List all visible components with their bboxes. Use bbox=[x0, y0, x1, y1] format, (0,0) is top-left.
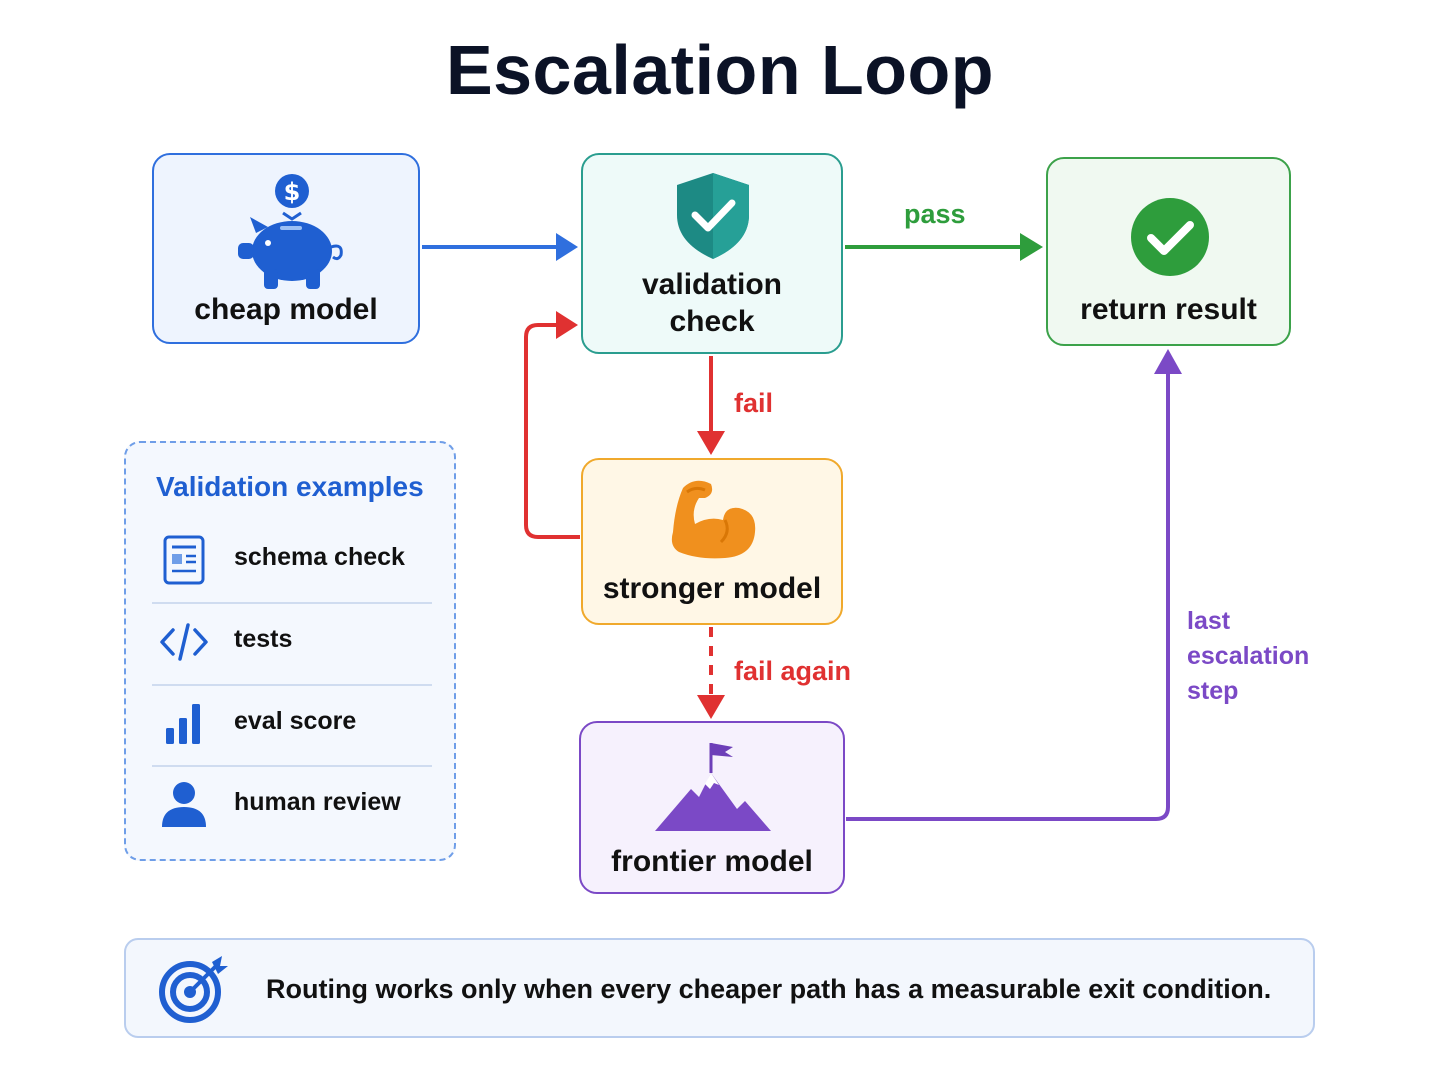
last-escalation-step-label: last escalation step bbox=[1187, 607, 1310, 705]
stronger-model-label: stronger model bbox=[602, 572, 822, 605]
footer-text: Routing works only when every cheaper pa… bbox=[266, 974, 1272, 1004]
pass-label: pass bbox=[904, 199, 966, 229]
example-item-schema-check: schema check bbox=[152, 520, 432, 601]
example-item-eval-score: eval score bbox=[152, 684, 432, 765]
target-icon bbox=[159, 956, 228, 1023]
code-icon bbox=[160, 623, 208, 661]
shield-check-icon bbox=[677, 173, 749, 259]
edge-cheap-to-validation bbox=[422, 233, 578, 261]
bar-chart-icon bbox=[166, 704, 200, 744]
validation-examples-panel: Validation examples schema check tests e… bbox=[124, 441, 456, 861]
divider bbox=[152, 765, 432, 767]
person-icon bbox=[162, 782, 206, 827]
edge-fail-again bbox=[697, 627, 725, 719]
divider bbox=[152, 602, 432, 604]
frontier-model-label: frontier model bbox=[611, 845, 813, 878]
edge-fail bbox=[697, 356, 725, 455]
example-label: human review bbox=[234, 788, 401, 816]
example-item-human-review: human review bbox=[152, 765, 432, 846]
edge-last-step bbox=[846, 349, 1182, 821]
footer-banner: Routing works only when every cheaper pa… bbox=[124, 938, 1315, 1038]
svg-text:$: $ bbox=[284, 178, 301, 206]
check-circle-icon bbox=[1131, 198, 1209, 276]
return-result-node: return result bbox=[1046, 157, 1291, 346]
piggy-bank-icon: $ bbox=[238, 174, 343, 289]
example-label: eval score bbox=[234, 707, 357, 735]
divider bbox=[152, 684, 432, 686]
example-label: tests bbox=[234, 625, 293, 653]
fail-label: fail bbox=[734, 388, 774, 418]
stronger-model-node: stronger model bbox=[581, 458, 843, 625]
frontier-model-node: frontier model bbox=[579, 721, 845, 894]
edge-retry-loop bbox=[524, 311, 580, 539]
mountain-flag-icon bbox=[655, 743, 771, 831]
validation-check-label: validation check bbox=[641, 268, 783, 338]
cheap-model-label: cheap model bbox=[194, 293, 378, 326]
fail-again-label: fail again bbox=[734, 656, 852, 686]
validation-check-node: validation check bbox=[581, 153, 843, 354]
example-item-tests: tests bbox=[152, 602, 432, 683]
validation-examples-title: Validation examples bbox=[156, 471, 424, 502]
cheap-model-node: $ cheap model bbox=[152, 153, 420, 344]
edge-pass bbox=[845, 233, 1043, 261]
diagram-title: Escalation Loop bbox=[445, 31, 995, 109]
example-label: schema check bbox=[234, 543, 405, 571]
return-result-label: return result bbox=[1080, 293, 1257, 326]
document-icon bbox=[163, 535, 205, 585]
flexed-arm-icon bbox=[671, 480, 756, 559]
